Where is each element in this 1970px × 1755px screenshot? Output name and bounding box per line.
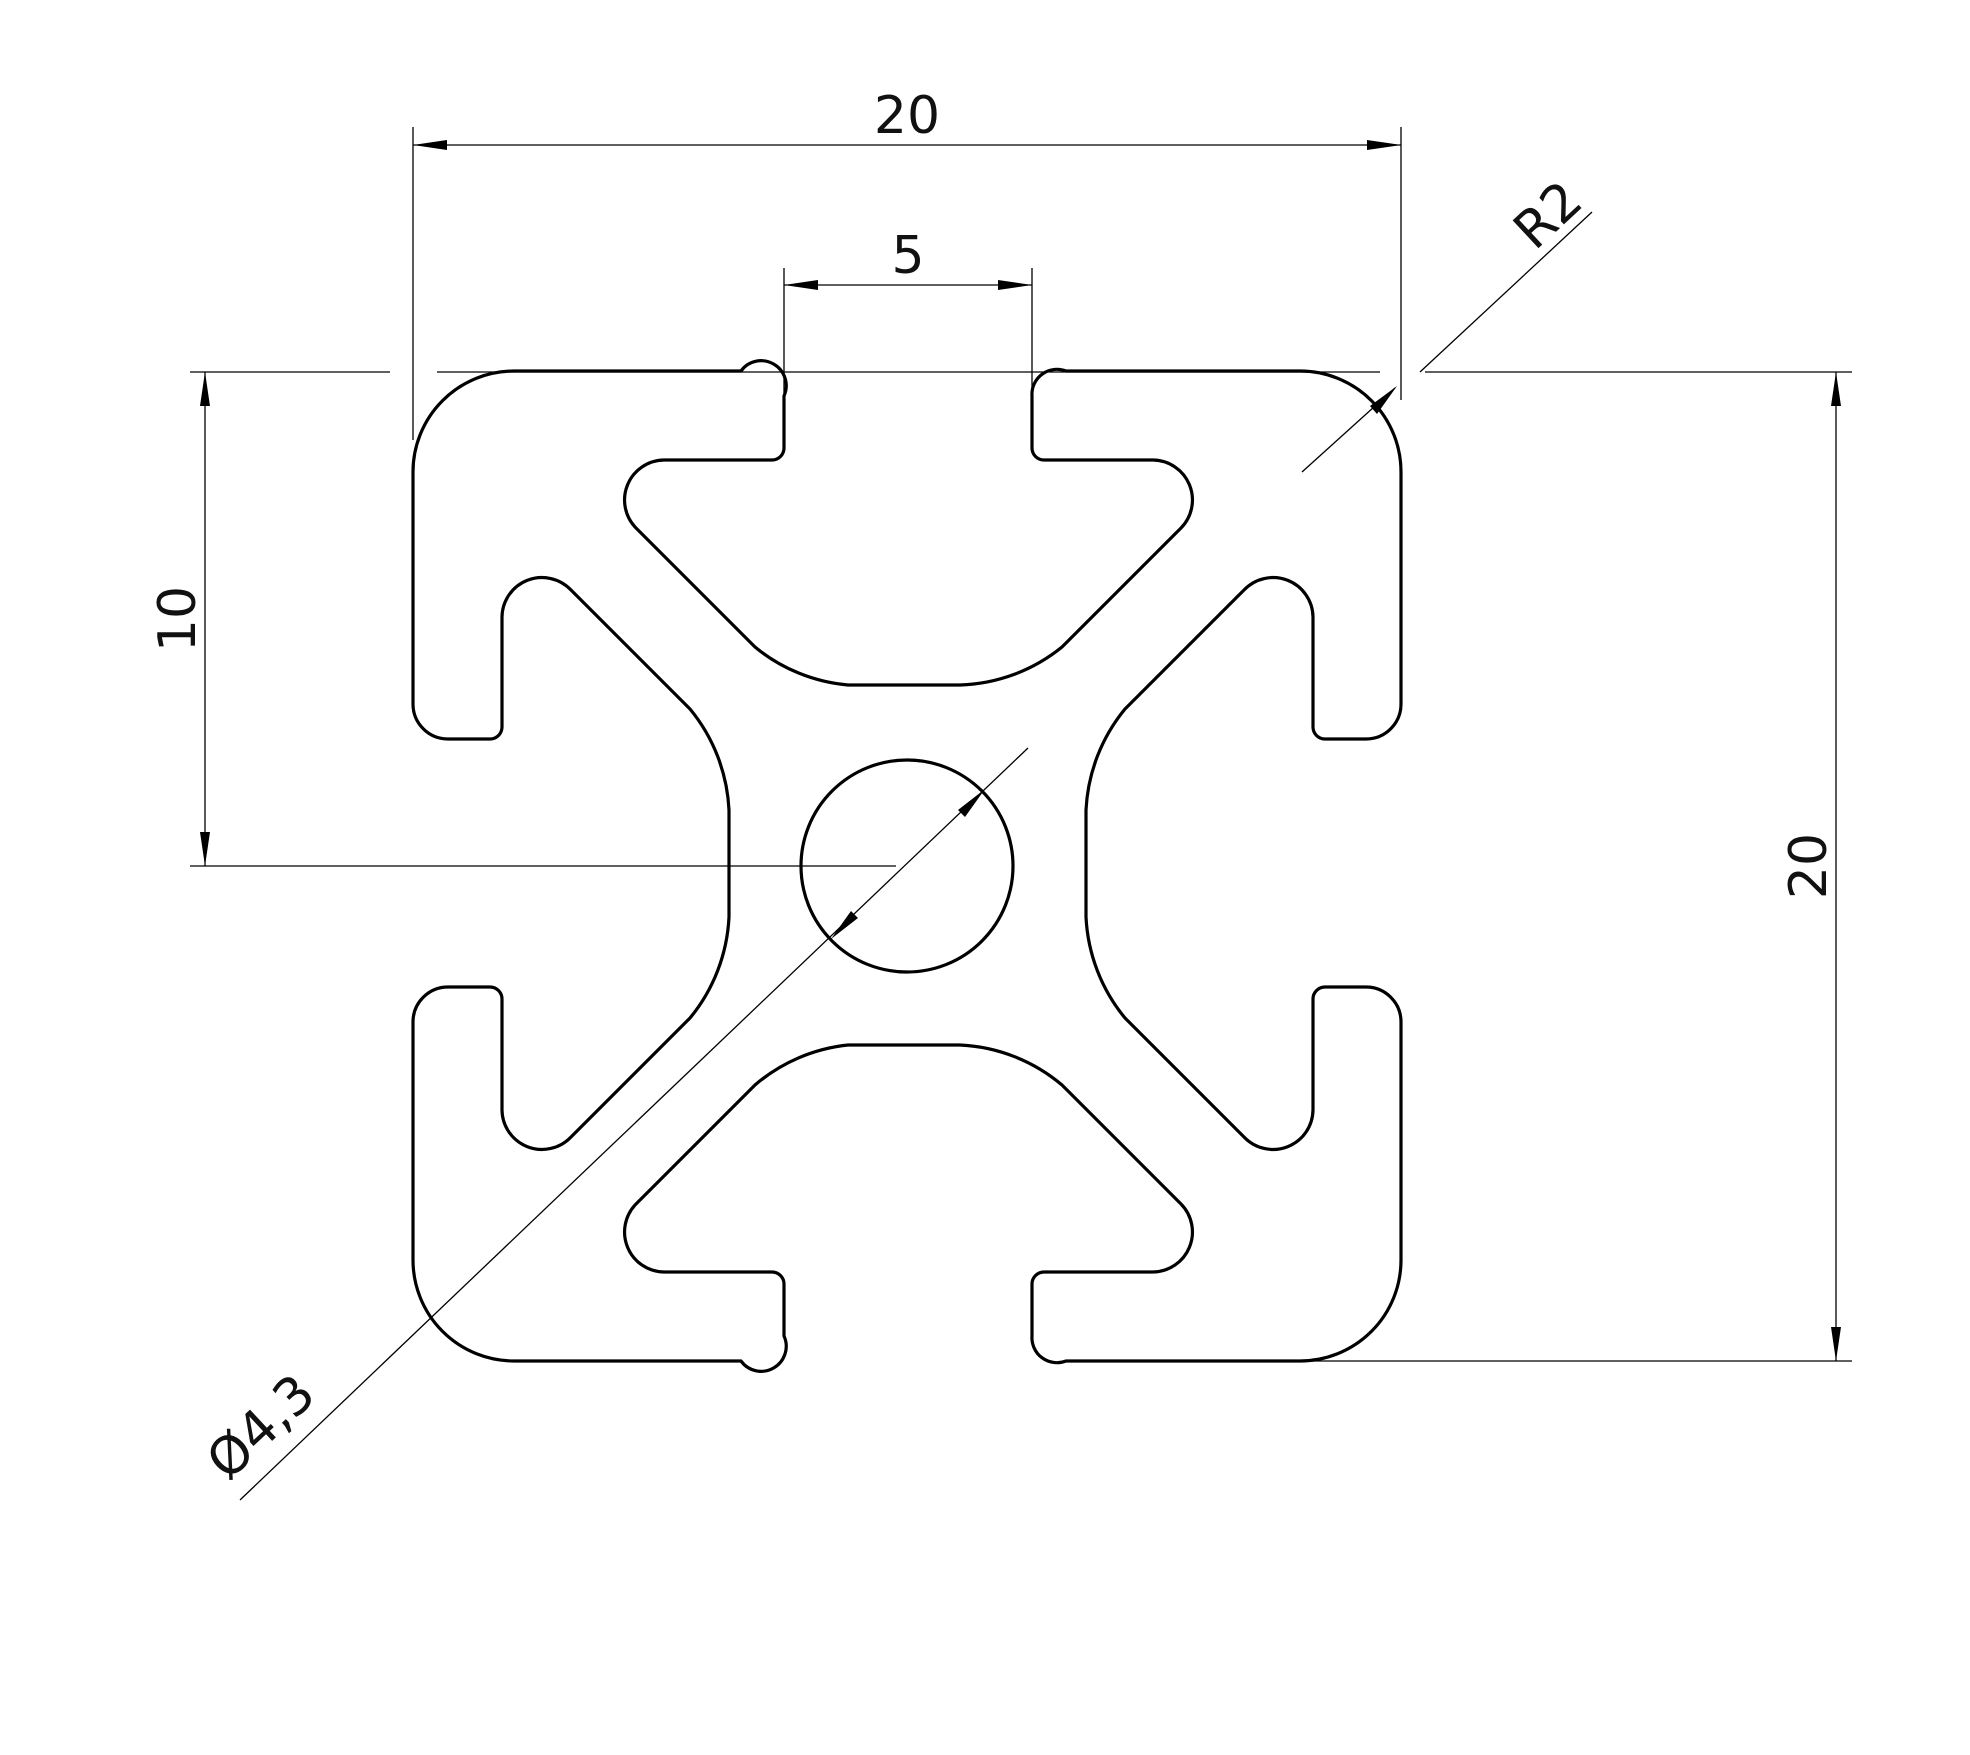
dimension-label-diameter: Ø4,3 [196,1363,327,1491]
dimension-label-radius: R2 [1503,170,1595,261]
dimension-label-height: 20 [1779,833,1839,899]
dimension-half-height: 10 [148,372,896,867]
dimension-label-width: 20 [874,86,940,146]
dimension-slot-width: 5 [783,226,1033,400]
dimension-corner-radius: R2 [1301,170,1595,473]
dimension-height-overall: 20 [1300,372,1852,1362]
dimension-width-overall: 20 [412,86,1402,440]
dimension-bore-diameter: Ø4,3 [196,747,1029,1501]
dimension-label-half-height: 10 [148,586,208,652]
dimension-label-slot: 5 [891,226,924,286]
